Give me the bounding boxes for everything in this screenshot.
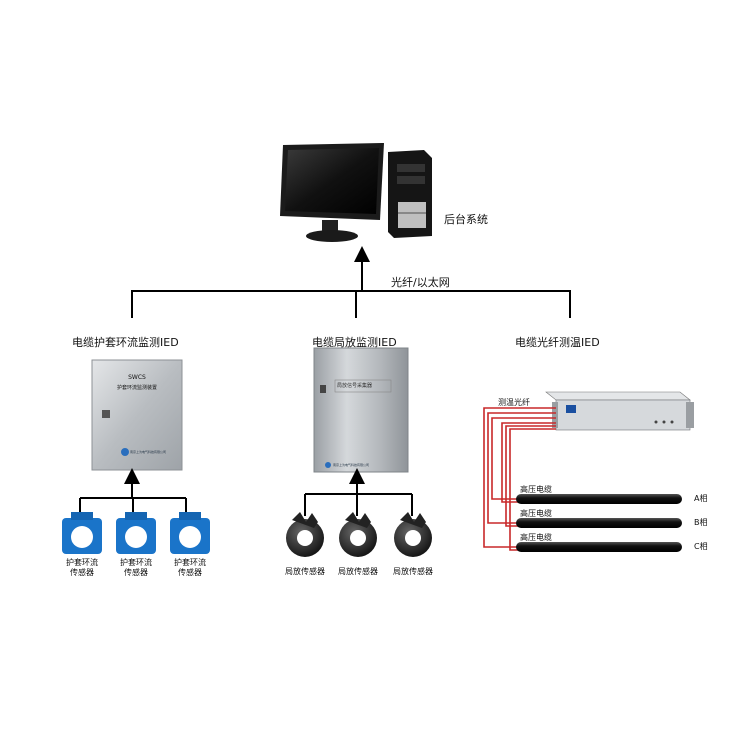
ied-title-pd: 电缆局放监测IED (312, 336, 397, 349)
pd-sensor-label-1: 局放传感器 (285, 567, 325, 576)
cabinet-maker-text: 南京上为电气科技有限公司 (130, 450, 167, 454)
pd-sensor-icon-1 (286, 512, 324, 557)
cable-label-a: 高压电缆 (520, 485, 552, 494)
sheath-current-cabinet (91, 359, 183, 471)
ied-title-sheath: 电缆护套环流监测IED (72, 336, 179, 349)
temperature-fiber (483, 407, 556, 551)
cabinet-model-text: SWCS (128, 374, 146, 381)
sheath-sensor-label-3: 护套环流 传感器 (174, 558, 206, 577)
fiber-temperature-rack (545, 391, 694, 431)
hv-cable-c-icon (516, 542, 682, 552)
phase-label-c: C相 (694, 542, 708, 551)
pd-sensor-label-2: 局放传感器 (338, 567, 378, 576)
sheath-sensor-icon-3 (170, 512, 210, 554)
computer-tower-icon (388, 150, 432, 238)
phase-label-b: B相 (694, 518, 708, 527)
pd-cabinet-text: 局放信号采集器 (337, 383, 373, 389)
link-label: 光纤/以太网 (391, 276, 450, 289)
sheath-sensor-icon-2 (116, 512, 156, 554)
network-bus (131, 246, 571, 318)
fiber-label: 测温光纤 (498, 398, 530, 407)
backend-label: 后台系统 (444, 213, 488, 226)
pd-sensor-label-3: 局放传感器 (393, 567, 433, 576)
pd-sensor-bus (304, 468, 413, 516)
pd-cabinet-maker-text: 南京上为电气科技有限公司 (333, 463, 370, 467)
phase-label-a: A相 (694, 494, 708, 503)
pd-sensor-icon-3 (394, 512, 432, 557)
hv-cable-b-icon (516, 518, 682, 528)
hv-cable-a-icon (516, 494, 682, 504)
pd-sensor-icon-2 (339, 512, 377, 557)
computer-monitor-icon (280, 143, 384, 242)
partial-discharge-cabinet (313, 347, 409, 473)
sheath-sensor-icon-1 (62, 512, 102, 554)
sheath-sensor-label-1: 护套环流 传感器 (66, 558, 98, 577)
ied-title-fiber: 电缆光纤测温IED (515, 336, 600, 349)
sheath-sensor-bus (79, 468, 187, 515)
cable-label-b: 高压电缆 (520, 509, 552, 518)
cabinet-device-text: 护套环流监测装置 (116, 385, 157, 391)
sheath-sensor-label-2: 护套环流 传感器 (120, 558, 152, 577)
cable-label-c: 高压电缆 (520, 533, 552, 542)
